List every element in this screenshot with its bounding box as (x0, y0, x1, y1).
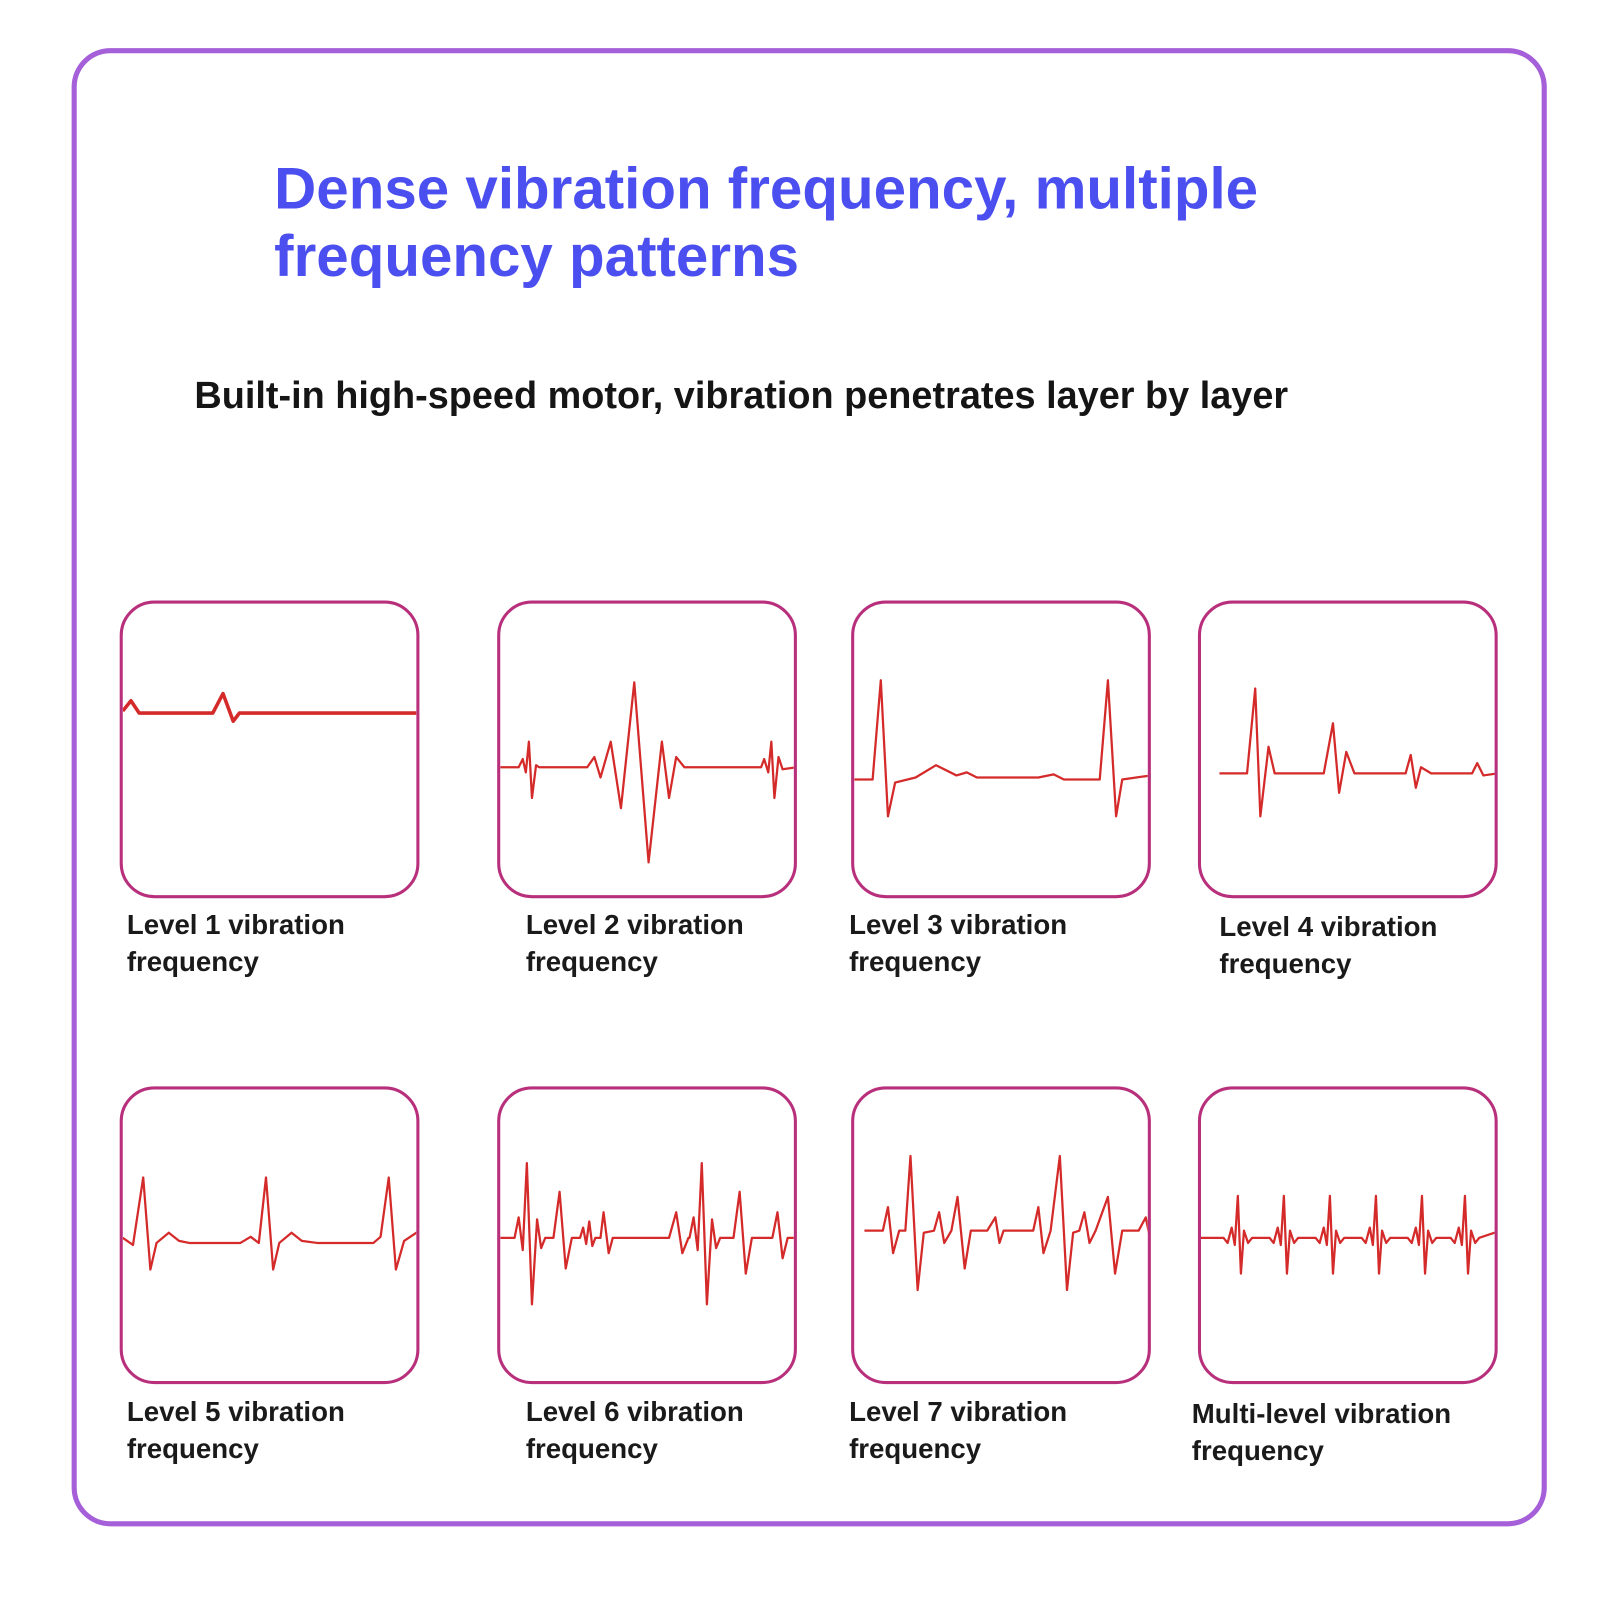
waveform-card-level-5 (119, 1086, 420, 1385)
label-line-2: frequency (126, 946, 259, 977)
waveform-card-level-1 (119, 600, 420, 899)
label-line-2: frequency (525, 1433, 658, 1464)
label-line-1: Level 6 vibration (525, 1396, 744, 1428)
waveform-card-level-7 (851, 1086, 1151, 1385)
waveform-line (122, 691, 417, 724)
pattern-label: Level 7 vibration frequency (849, 1393, 1176, 1467)
waveform-card-level-2 (497, 600, 797, 899)
waveform-level-4-icon (1219, 687, 1495, 818)
subtitle: Built-in high-speed motor, vibration pen… (194, 374, 1289, 417)
waveform-level-6-icon (500, 1162, 794, 1306)
waveform-line (1201, 1194, 1495, 1275)
waveform-level-5-icon (122, 1176, 417, 1271)
waveform-card-level-3 (851, 600, 1151, 899)
label-line-1: Level 4 vibration (1219, 911, 1438, 943)
waveform-level-7-icon (864, 1154, 1148, 1292)
label-line-2: frequency (849, 946, 982, 977)
waveform-line (122, 1176, 417, 1271)
pattern-label: Level 2 vibration frequency (526, 906, 853, 980)
pattern-label: Level 4 vibration frequency (1219, 908, 1546, 982)
label-line-1: Level 2 vibration (525, 909, 744, 941)
pattern-label: Multi-level vibration frequency (1192, 1395, 1540, 1469)
waveform-line (854, 679, 1148, 818)
waveform-level-1-icon (122, 691, 417, 724)
pattern-label: Level 6 vibration frequency (526, 1393, 853, 1467)
label-line-2: frequency (849, 1433, 982, 1464)
waveform-line (1219, 687, 1495, 818)
label-line-2: frequency (1219, 948, 1352, 980)
outer-frame (71, 48, 1547, 1527)
waveform-card-multi-level (1197, 1086, 1498, 1385)
label-line-2: frequency (525, 946, 658, 977)
waveform-level-3-icon (854, 679, 1148, 818)
waveform-line (500, 681, 794, 864)
waveform-multi-level-icon (1201, 1194, 1495, 1275)
label-line-1: Level 1 vibration (126, 909, 345, 941)
label-line-1: Level 7 vibration (849, 1396, 1068, 1428)
label-line-2: frequency (126, 1433, 259, 1464)
waveform-line (500, 1162, 794, 1306)
label-line-1: Level 3 vibration (849, 909, 1068, 941)
waveform-line (864, 1154, 1148, 1292)
label-line-1: Level 5 vibration (126, 1396, 345, 1428)
pattern-label: Level 1 vibration frequency (127, 906, 454, 980)
waveform-level-2-icon (500, 681, 794, 864)
page-title: Dense vibration frequency, multiple freq… (274, 156, 1259, 290)
waveform-card-level-4 (1197, 600, 1498, 899)
waveform-card-level-6 (497, 1086, 797, 1385)
pattern-label: Level 3 vibration frequency (849, 906, 1176, 980)
label-line-2: frequency (1191, 1435, 1324, 1466)
label-line-1: Multi-level vibration (1191, 1398, 1452, 1430)
pattern-label: Level 5 vibration frequency (127, 1393, 454, 1467)
